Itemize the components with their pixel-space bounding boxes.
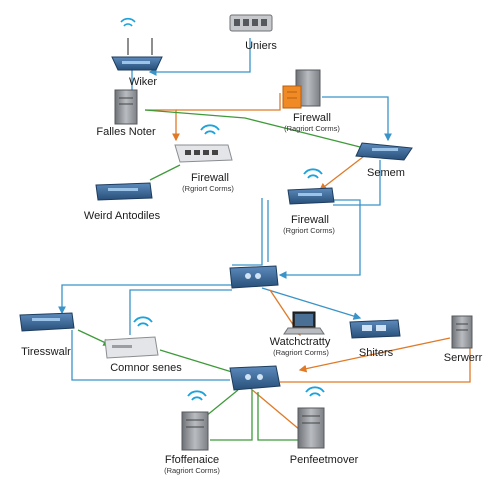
comnor-senes-device <box>104 336 159 359</box>
wifi-icon <box>200 124 220 135</box>
ffoffenaice-server <box>181 411 209 451</box>
firewall-top-sublabel: (Ragriort Corms) <box>284 124 340 133</box>
hub-switch-top <box>174 144 233 163</box>
link-comnor-switch2 <box>159 349 233 373</box>
core-switch <box>229 265 279 289</box>
tiresswalr-label: Tiresswalr <box>21 346 71 358</box>
link-fw-mid-right <box>278 199 361 279</box>
firewall-left-label: Firewall <box>191 172 229 184</box>
link-switch-shiters <box>261 287 362 320</box>
firewall-mid-label: Firewall <box>291 214 329 226</box>
link-fw-mid-switch-a <box>232 198 263 266</box>
serwerr-server <box>451 315 473 349</box>
link-switch2-down <box>210 390 253 441</box>
wifi-icon <box>303 168 323 179</box>
weird-antodiles-label: Weird Antodiles <box>83 210 161 222</box>
weird-antodiles-router <box>95 182 153 201</box>
watchctratty-label: Watchctratty <box>269 336 331 348</box>
link-switch-top-fw <box>176 93 281 111</box>
semem-label: Semem <box>367 167 405 179</box>
link-noter-semem <box>144 109 373 151</box>
wiker-router <box>111 38 163 71</box>
link-switch2-serwerr <box>280 340 471 383</box>
ffoffenaice-label: Ffoffenaice <box>164 454 220 466</box>
link-tiresswalr-comnor <box>77 329 112 346</box>
uniers-switch <box>229 14 273 32</box>
tiresswalr-router <box>19 312 75 332</box>
firewall-mid-sublabel: (Rgriort Corms) <box>283 226 335 235</box>
semem-router <box>355 142 413 161</box>
link-switch-comnor <box>129 289 232 335</box>
firewall-top <box>282 69 321 109</box>
watchctratty-sublabel: (Ragriort Corms) <box>273 348 329 357</box>
access-switch <box>229 365 281 391</box>
wifi-icon <box>305 386 325 397</box>
comnor-senes-label: Comnor senes <box>110 362 182 374</box>
firewall-left-sublabel: (Rgriort Corms) <box>182 184 234 193</box>
wifi-icon <box>133 316 153 327</box>
link-uniers-wiker <box>148 38 251 76</box>
ffoffenaice-sublabel: (Ragriort Corms) <box>164 466 220 475</box>
penfeetmover-label: Penfeetmover <box>289 454 359 466</box>
uniers-label: Uniers <box>245 40 277 52</box>
falles-noter-label: Falles Noter <box>96 126 156 138</box>
serwerr-label: Serwerr <box>443 352 483 364</box>
wifi-icon <box>120 17 136 27</box>
falles-noter-server <box>114 89 138 125</box>
wifi-icon <box>187 390 207 401</box>
shiters-router <box>349 319 401 339</box>
firewall-top-label: Firewall <box>293 112 331 124</box>
link-semem-fw-mid <box>333 160 381 206</box>
link-fw-top-semem <box>322 96 392 142</box>
link-switch-top-left <box>149 164 181 181</box>
shiters-label: Shiters <box>358 347 394 359</box>
firewall-mid-router <box>287 187 335 205</box>
link-tiresswalr-switch2 <box>71 330 230 381</box>
link-serwerr-switch2 <box>298 337 451 373</box>
wiker-label: Wiker <box>128 76 158 88</box>
link-switch-tiresswalr <box>58 284 232 315</box>
watchctratty-laptop <box>283 311 325 335</box>
link-switch2-penfeet-g <box>257 392 298 441</box>
penfeetmover-server <box>297 407 325 449</box>
